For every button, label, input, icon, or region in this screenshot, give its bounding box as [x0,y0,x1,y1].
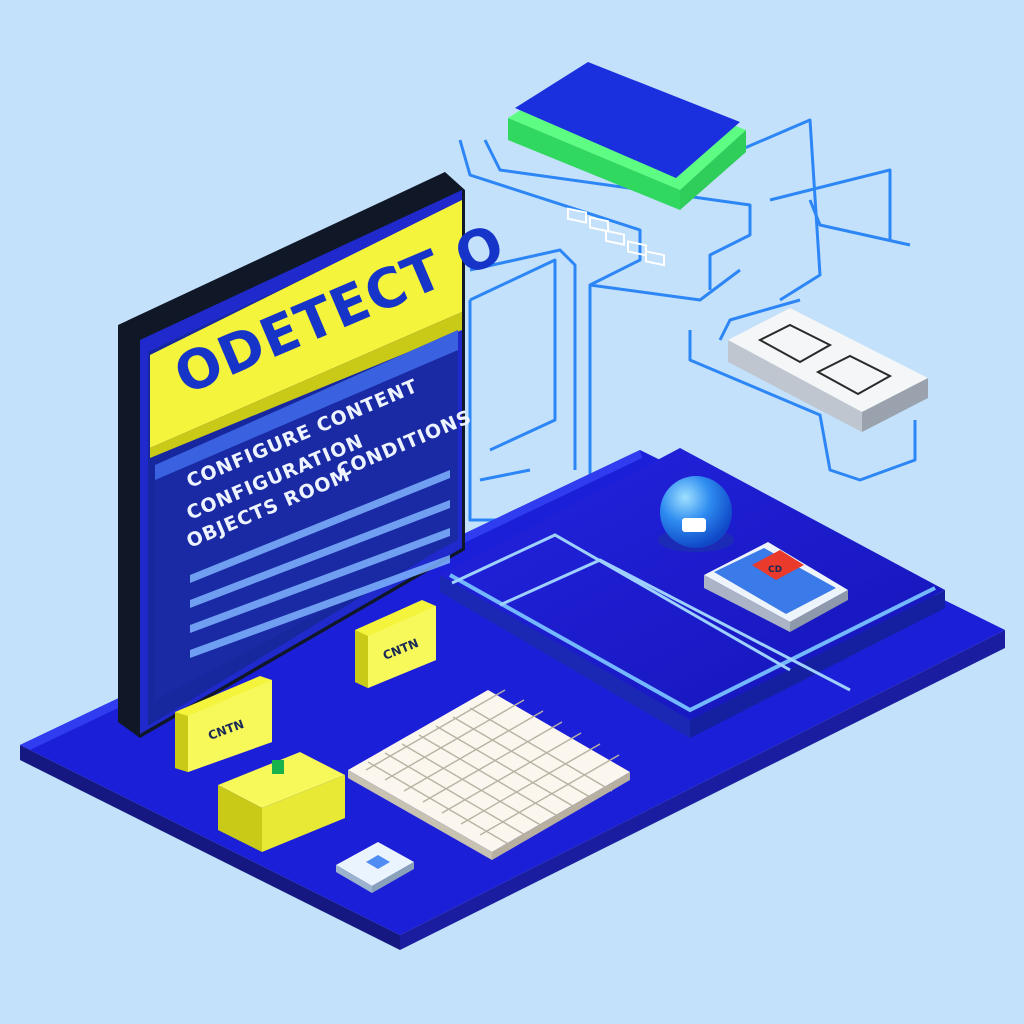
chip-module [728,308,928,432]
mat [440,448,945,738]
floating-chip-card [508,62,746,267]
screen-header [150,200,462,448]
small-chip [336,842,414,893]
yellow-box-left: CNTN [175,676,272,772]
card-label: CD [768,565,782,575]
screen-text-lines [190,470,450,658]
circuit-wires [458,118,917,522]
monitor [118,172,465,738]
card: CD [704,542,848,632]
keyboard [348,689,630,860]
orb [658,476,734,552]
yellow-box-middle: CNTN [355,600,436,688]
yellow-cube [218,752,345,852]
